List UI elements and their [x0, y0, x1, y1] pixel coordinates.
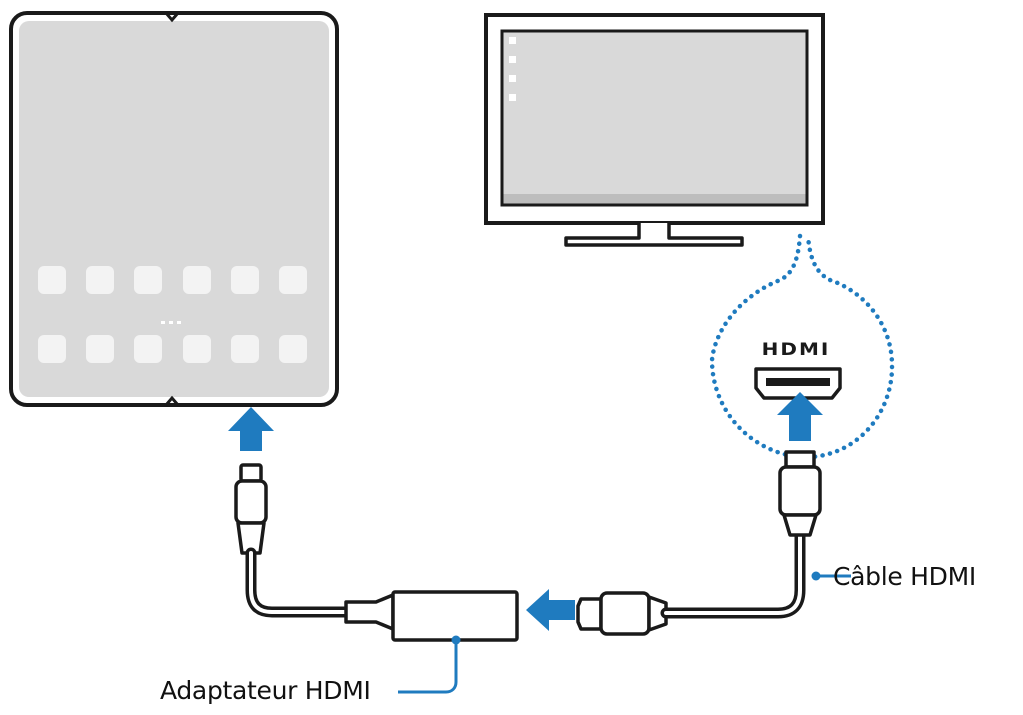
tv-screen [500, 29, 809, 207]
hdmi-logo: HDMI [762, 340, 831, 359]
hdmi-plug-left [576, 591, 668, 636]
up-arrow-phone [228, 407, 274, 451]
app-icon [279, 266, 307, 294]
app-icon [183, 266, 211, 294]
usb-c-cable [245, 547, 356, 618]
tv-desktop-icons [509, 37, 516, 101]
app-icon [183, 335, 211, 363]
left-arrow-adapter [526, 589, 575, 631]
tv-stand [564, 223, 744, 247]
up-arrow-hdmi [777, 392, 823, 441]
app-icon [38, 335, 66, 363]
hdmi-logo-text: HDMI [762, 340, 831, 359]
fold-notch-bottom [164, 395, 180, 406]
fold-notch-top [164, 12, 180, 23]
hdmi-port-icon [754, 367, 842, 400]
app-icon-grid [38, 266, 307, 363]
hdmi-cable-label: Câble HDMI [833, 562, 976, 591]
foldable-phone [9, 11, 339, 407]
hdmi-cable [660, 529, 806, 619]
hdmi-adapter-label: Adaptateur HDMI [160, 676, 371, 705]
tv-taskbar [503, 194, 806, 204]
usb-c-plug [234, 463, 268, 555]
app-icon [86, 266, 114, 294]
app-icon [86, 335, 114, 363]
hdmi-adapter [344, 590, 519, 642]
app-icon [134, 266, 162, 294]
callout-hdmi-cable [811, 571, 851, 581]
phone-screen [19, 21, 329, 397]
hdmi-plug-top [778, 450, 822, 537]
page-indicator [161, 321, 181, 324]
app-icon [231, 266, 259, 294]
app-icon [231, 335, 259, 363]
app-icon [279, 335, 307, 363]
callout-hdmi-adapter [398, 635, 461, 694]
tv-monitor [484, 13, 825, 247]
app-icon [134, 335, 162, 363]
app-icon [38, 266, 66, 294]
